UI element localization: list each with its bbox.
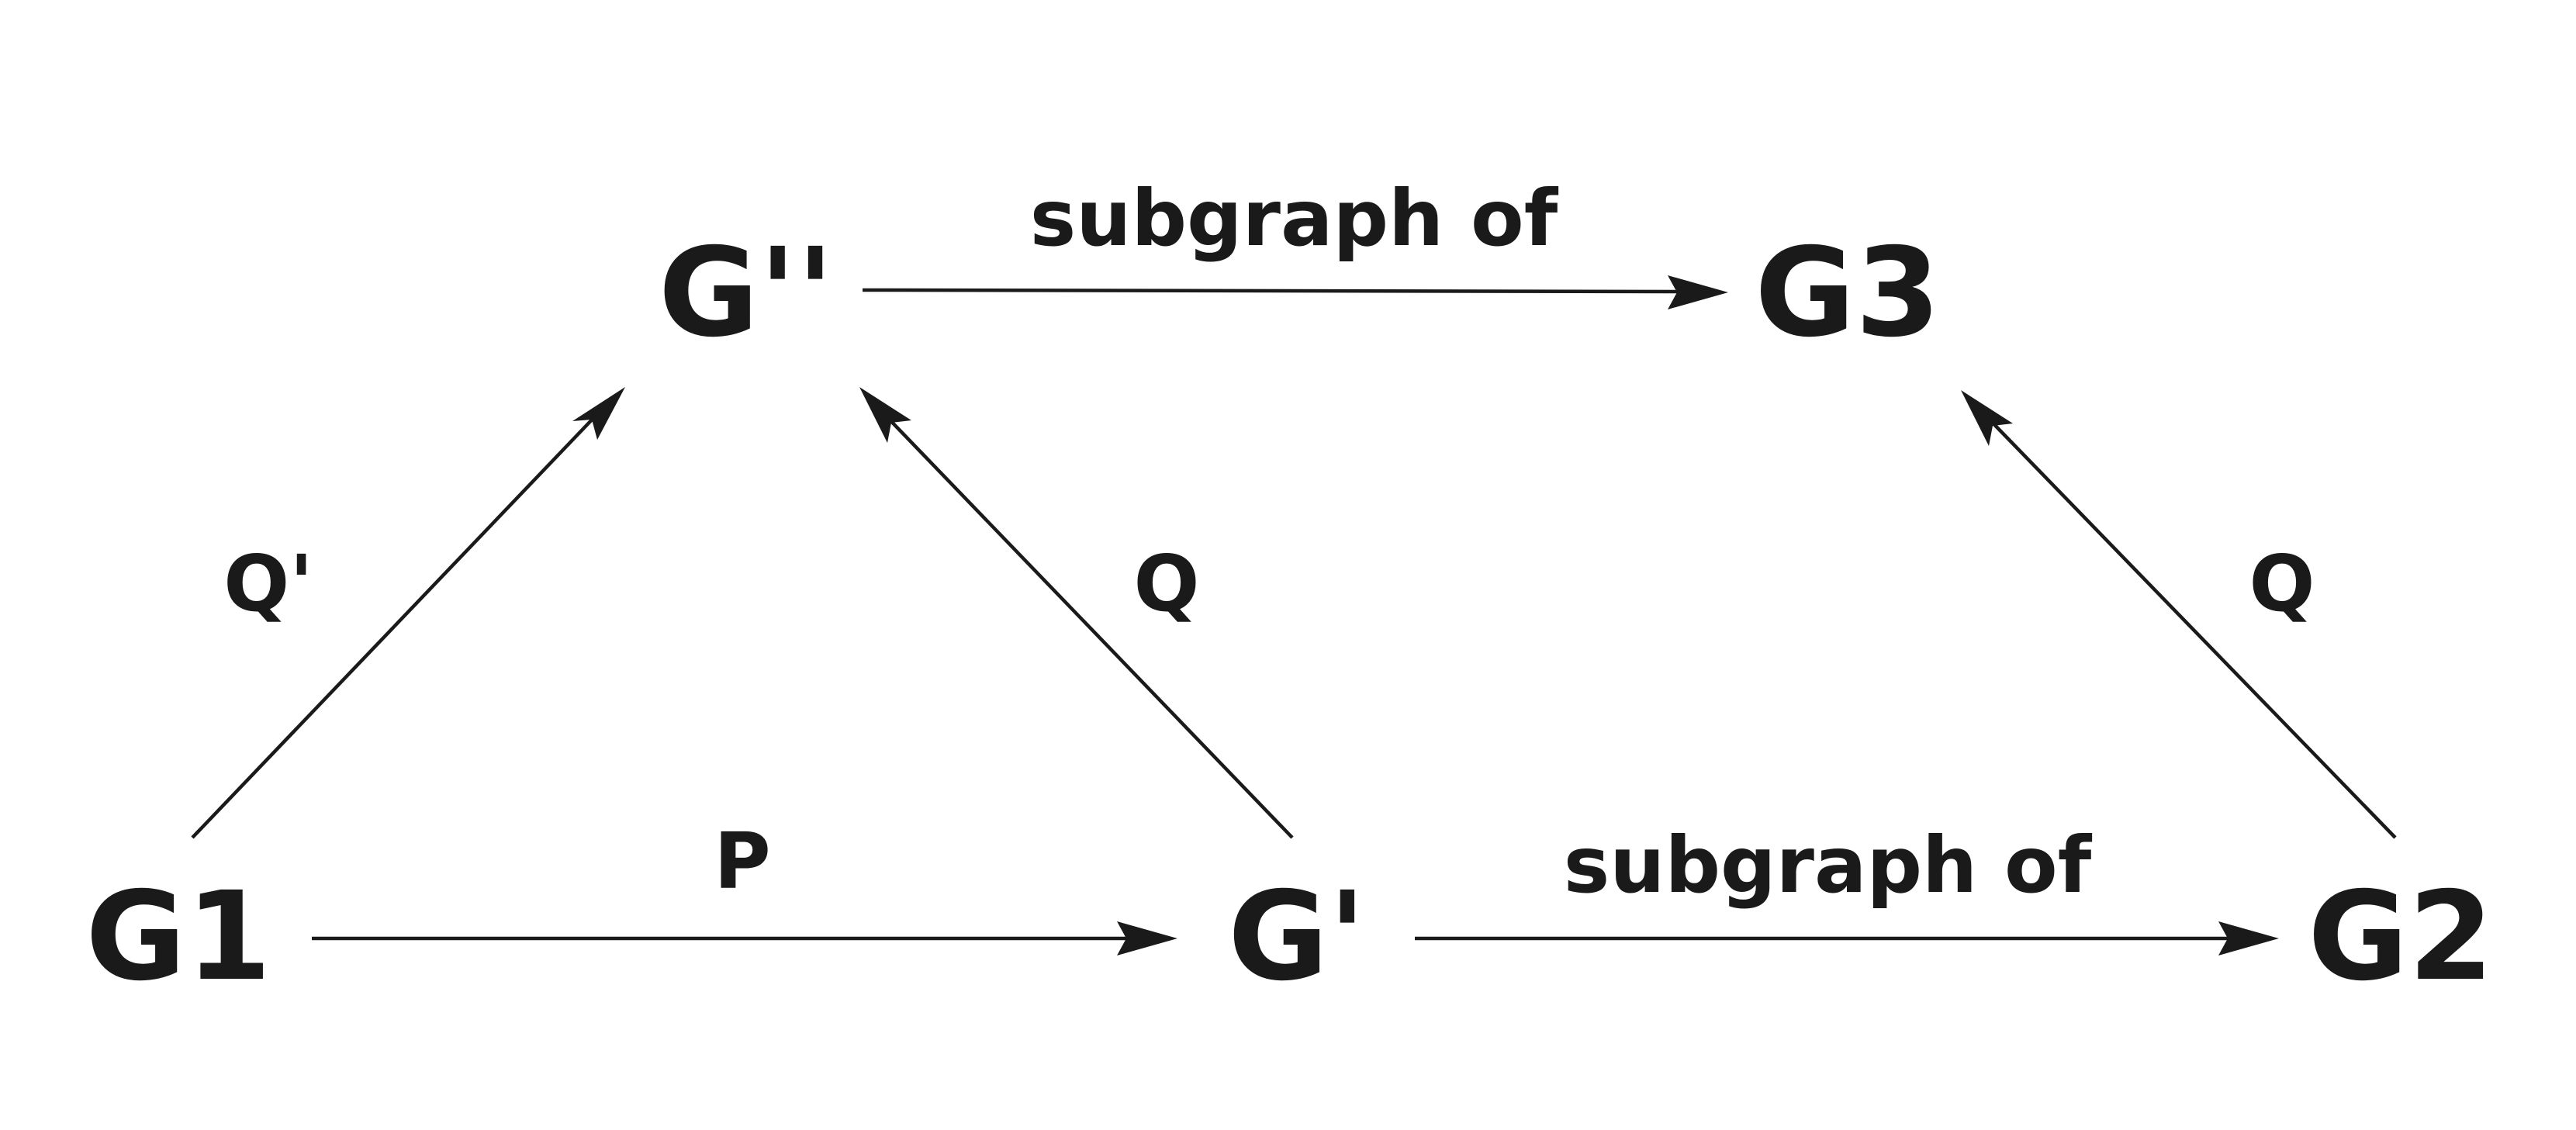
arrowhead-icon <box>1961 390 2013 446</box>
edge-g1-to-g-double-prime: Q' <box>191 387 625 839</box>
edge-label-q-prime: Q' <box>223 538 313 629</box>
edge-label-subgraph-of-top: subgraph of <box>1030 173 1559 264</box>
edge-g-prime-to-g2: subgraph of <box>1415 820 2279 955</box>
edge-label-subgraph-of-bottom: subgraph of <box>1564 820 2093 911</box>
node-g-prime: G' <box>1228 866 1366 1008</box>
edge-g-double-prime-to-g3: subgraph of <box>862 173 1728 309</box>
node-g1: G1 <box>85 866 271 1008</box>
node-g2: G2 <box>2308 866 2494 1008</box>
arrowhead-icon <box>1117 921 1177 955</box>
node-g3: G3 <box>1755 222 1941 365</box>
edge-g-prime-to-g-double-prime: Q <box>859 387 1294 839</box>
edge-g2-to-g3: Q <box>1961 390 2397 839</box>
edge-label-p: P <box>714 816 770 907</box>
arrowhead-icon <box>572 387 625 440</box>
edge-label-q-right: Q <box>2249 538 2315 629</box>
edge-g1-to-g-prime: P <box>312 816 1177 955</box>
arrowhead-icon <box>859 387 911 443</box>
node-g-double-prime: G'' <box>659 222 834 365</box>
arrowhead-icon <box>2218 921 2279 955</box>
edge-label-q-left: Q <box>1133 538 1199 629</box>
arrowhead-icon <box>1668 275 1728 309</box>
